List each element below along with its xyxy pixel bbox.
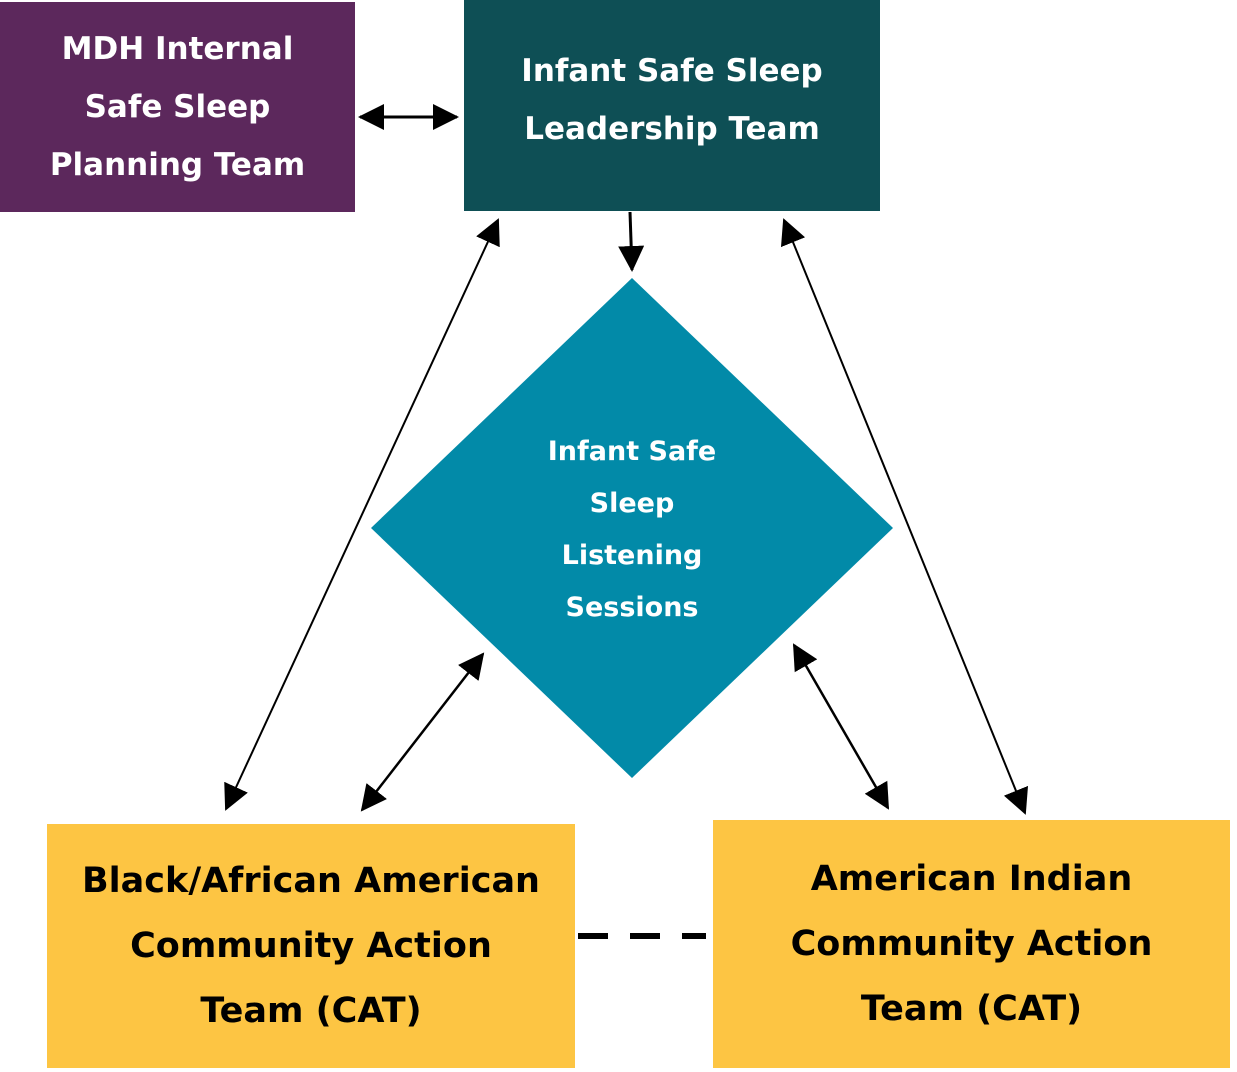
ai-cat-line-2: Community Action — [790, 923, 1153, 964]
black-cat-line-1: Black/African American — [82, 860, 540, 901]
listening-sessions-label: Infant Safe Sleep Listening Sessions — [482, 415, 782, 645]
arrow-listening-ai-cat — [792, 643, 890, 810]
mdh-planning-team-box: MDH Internal Safe Sleep Planning Team — [0, 2, 355, 212]
arrow-listening-black-cat — [360, 652, 485, 812]
mdh-planning-line-3: Planning Team — [49, 147, 306, 183]
leadership-line-2: Leadership Team — [524, 110, 820, 147]
black-african-american-cat-box: Black/African American Community Action … — [47, 824, 575, 1068]
listening-sessions-diamond — [371, 278, 893, 778]
mdh-planning-line-1: MDH Internal — [61, 31, 294, 67]
arrow-leadership-black-cat — [224, 218, 500, 811]
black-cat-line-3: Team (CAT) — [200, 990, 422, 1031]
leadership-team-label: Infant Safe Sleep Leadership Team — [521, 42, 822, 158]
listening-line-4: Sessions — [565, 592, 699, 623]
arrow-leadership-listening — [618, 211, 645, 272]
black-cat-label: Black/African American Community Action … — [82, 849, 540, 1044]
arrow-leadership-ai-cat — [780, 218, 1029, 815]
listening-line-1: Infant Safe — [547, 436, 717, 467]
ai-cat-line-1: American Indian — [810, 858, 1133, 899]
leadership-line-1: Infant Safe Sleep — [521, 52, 823, 89]
listening-line-3: Listening — [561, 540, 703, 571]
mdh-planning-line-2: Safe Sleep — [84, 89, 271, 125]
black-cat-line-2: Community Action — [130, 925, 492, 966]
leadership-team-box: Infant Safe Sleep Leadership Team — [464, 0, 880, 211]
american-indian-cat-label: American Indian Community Action Team (C… — [791, 847, 1153, 1042]
mdh-planning-team-label: MDH Internal Safe Sleep Planning Team — [50, 20, 305, 194]
listening-line-2: Sleep — [589, 488, 675, 519]
american-indian-cat-box: American Indian Community Action Team (C… — [713, 820, 1230, 1068]
ai-cat-line-3: Team (CAT) — [860, 988, 1083, 1029]
